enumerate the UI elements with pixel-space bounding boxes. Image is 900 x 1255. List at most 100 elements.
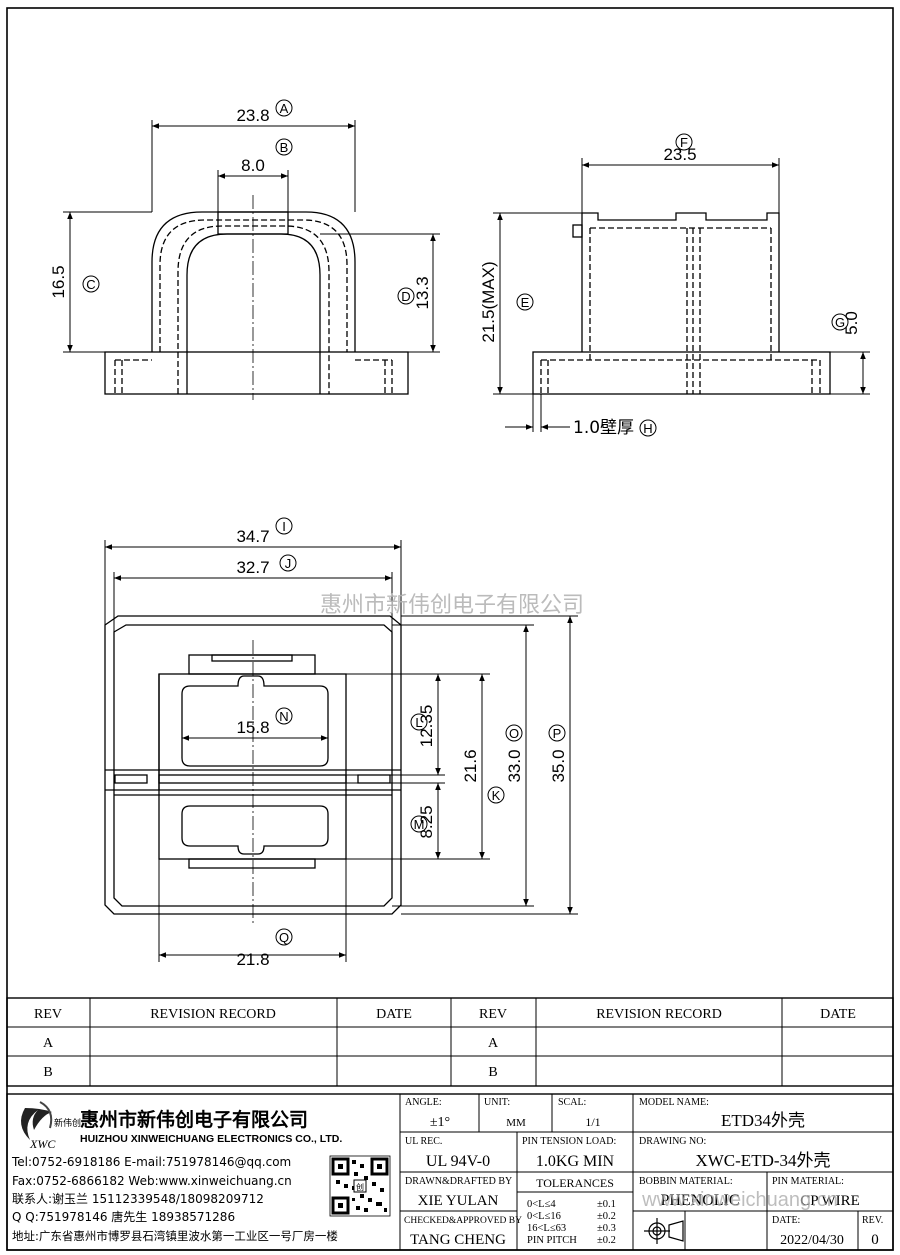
- side-body: [581, 212, 780, 352]
- dim-A-value: 23.8: [236, 106, 269, 125]
- contact-line-2: Fax:0752-6866182 Web:www.xinweichuang.cn: [12, 1174, 292, 1188]
- top-view-dimensions: [104, 540, 578, 962]
- contact-line-5: 地址:广东省惠州市博罗县石湾镇里波水第一工业区一号厂房一楼: [12, 1229, 338, 1243]
- tol-value-4: ±0.2: [597, 1235, 616, 1246]
- side-tab: [572, 224, 583, 238]
- svg-text:J: J: [285, 556, 292, 571]
- angle-value: ±1°: [430, 1115, 450, 1130]
- callout-Q: Q: [275, 928, 293, 946]
- callout-M: M: [410, 815, 428, 833]
- pin-material-label: PIN MATERIAL:: [772, 1176, 844, 1187]
- svg-text:F: F: [680, 135, 688, 150]
- top-view: [104, 615, 402, 925]
- dim-D-value: 13.3: [413, 276, 432, 309]
- dim-I-value: 34.7: [236, 527, 269, 546]
- tol-value-2: ±0.2: [597, 1211, 616, 1222]
- callout-E: E: [516, 293, 534, 311]
- company-name-cn: 惠州市新伟创电子有限公司: [80, 1108, 308, 1131]
- tolerances-label: TOLERANCES: [536, 1176, 614, 1190]
- contact-line-4: Q Q:751978146 唐先生 18938571286: [12, 1209, 235, 1224]
- dim-N-value: 15.8: [236, 718, 269, 737]
- date-value: 2022/04/30: [780, 1233, 844, 1248]
- pin-tension-value: 1.0KG MIN: [536, 1153, 615, 1170]
- svg-text:K: K: [492, 788, 501, 803]
- callout-I: I: [275, 517, 293, 535]
- ul-label: UL REC.: [405, 1136, 442, 1147]
- callout-K: K: [487, 786, 505, 804]
- svg-text:E: E: [521, 295, 530, 310]
- top-outer-outline: [104, 615, 402, 915]
- svg-text:C: C: [86, 277, 95, 292]
- revision-table: [6, 997, 894, 1087]
- drawn-label: DRAWN&DRAFTED BY: [405, 1176, 512, 1187]
- dimension-callouts: A B C D E F G H I J N L M K O P Q: [82, 99, 849, 946]
- svg-text:I: I: [282, 519, 286, 534]
- watermark-url: www.xinweichuang.cn: [641, 1189, 838, 1211]
- angle-label: ANGLE:: [405, 1097, 442, 1108]
- pin-tension-label: PIN TENSION LOAD:: [522, 1136, 616, 1147]
- dim-C-value: 16.5: [49, 265, 68, 298]
- dim-E-value: 21.5(MAX): [479, 261, 498, 342]
- rev-label: REV.: [862, 1215, 883, 1226]
- date-label: DATE:: [772, 1215, 800, 1226]
- rev-header-4: REV: [479, 1007, 507, 1022]
- callout-L: L: [410, 713, 428, 731]
- callout-N: N: [275, 707, 293, 725]
- callout-F: F: [675, 133, 693, 151]
- top-upper-window: [181, 675, 329, 767]
- svg-text:M: M: [414, 817, 425, 832]
- svg-text:L: L: [415, 715, 422, 730]
- rev-header-1: REV: [34, 1007, 62, 1022]
- callout-P: P: [548, 724, 566, 742]
- dimension-values: 23.8 8.0 16.5 13.3 21.5(MAX) 23.5 5.0 1.…: [49, 106, 861, 969]
- projection-symbol-icon: [644, 1218, 684, 1244]
- logo-cn: 新伟创: [54, 1117, 81, 1129]
- logo-abbr: XWC: [29, 1137, 56, 1151]
- callout-C: C: [82, 275, 100, 293]
- drawing-label: DRAWING NO:: [639, 1136, 706, 1147]
- rev-row-b-right: B: [488, 1065, 497, 1080]
- svg-text:B: B: [280, 140, 289, 155]
- tol-range-4: PIN PITCH: [527, 1235, 577, 1246]
- dim-O-value: 33.0: [505, 749, 524, 782]
- top-lower-window: [181, 805, 329, 855]
- callout-D: D: [397, 287, 415, 305]
- dim-B-value: 8.0: [241, 156, 265, 175]
- contact-line-1: Tel:0752-6918186 E-mail:751978146@qq.com: [11, 1155, 291, 1169]
- rev-header-6: DATE: [820, 1007, 856, 1022]
- tol-value-1: ±0.1: [597, 1199, 616, 1210]
- checked-label: CHECKED&APPROVED BY: [404, 1216, 522, 1226]
- company-logo: 新伟创 XWC: [21, 1101, 81, 1151]
- callout-G: G: [831, 313, 849, 331]
- tol-range-1: 0<L≤4: [527, 1199, 556, 1210]
- pin-material-value: CP WIRE: [800, 1193, 860, 1209]
- svg-text:N: N: [279, 709, 288, 724]
- bobbin-value: PHENOLIC: [660, 1192, 739, 1209]
- callout-A: A: [275, 99, 293, 117]
- model-value: ETD34外壳: [721, 1111, 805, 1130]
- contact-line-3: 联系人:谢玉兰 15112339548/18098209712: [12, 1191, 264, 1206]
- front-arch-inner: [186, 233, 321, 394]
- svg-text:O: O: [509, 726, 519, 741]
- callout-B: B: [275, 138, 293, 156]
- callout-H: H: [639, 419, 657, 437]
- title-block: [6, 1093, 894, 1251]
- rev-row-a-right: A: [488, 1036, 499, 1051]
- svg-text:H: H: [643, 421, 652, 436]
- ul-value: UL 94V-0: [426, 1153, 490, 1170]
- scale-value: 1/1: [585, 1115, 600, 1129]
- dim-P-value: 35.0: [549, 749, 568, 782]
- dim-F-value: 23.5: [663, 145, 696, 164]
- front-arch-outer: [151, 211, 356, 352]
- callout-O: O: [505, 724, 523, 742]
- side-view: [532, 212, 831, 395]
- bobbin-label: BOBBIN MATERIAL:: [639, 1176, 733, 1187]
- front-base: [104, 351, 409, 395]
- dim-Q-value: 21.8: [236, 950, 269, 969]
- company-name-en: HUIZHOU XINWEICHUANG ELECTRONICS CO., LT…: [80, 1133, 342, 1145]
- scale-label: SCAL:: [558, 1097, 586, 1108]
- tol-range-2: 0<L≤16: [527, 1211, 561, 1222]
- drawn-value: XIE YULAN: [418, 1193, 499, 1209]
- svg-text:A: A: [280, 101, 289, 116]
